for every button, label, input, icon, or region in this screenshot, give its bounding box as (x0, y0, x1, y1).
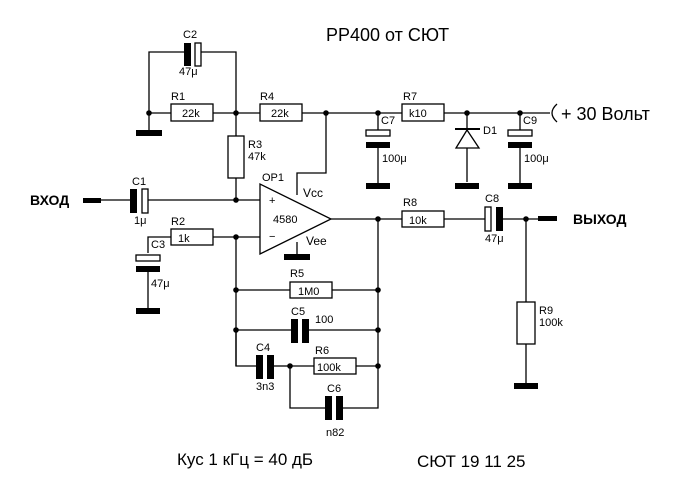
c5-value: 100 (315, 314, 333, 326)
c1-value: 1μ (134, 215, 146, 227)
c5-ref: C5 (291, 306, 305, 318)
ground-symbol (284, 254, 310, 260)
c7-ref: C7 (381, 115, 395, 127)
title: PP400 от СЮТ (326, 25, 449, 45)
c3-capacitor: C3 47μ (135, 239, 170, 314)
opamp-op1: OP1 + − 4580 Vcc Vee (259, 172, 333, 260)
r1-resistor: R1 22k (149, 91, 236, 122)
input-terminal (83, 198, 101, 203)
r6-value: 100k (317, 362, 341, 374)
r2-value: 1k (178, 233, 190, 245)
opamp-plus: + (269, 195, 275, 207)
ground-symbol (136, 113, 162, 136)
r8-value: 10k (409, 215, 427, 227)
output-terminal (538, 216, 557, 221)
opamp-ref: OP1 (262, 172, 284, 184)
c1-ref: C1 (132, 176, 146, 188)
c6-value: n82 (326, 427, 344, 439)
c4-value: 3n3 (256, 381, 274, 393)
opamp-minus: − (269, 231, 275, 243)
r5-ref: R5 (290, 268, 304, 280)
ground-symbol (514, 383, 538, 389)
c4-ref: C4 (256, 342, 270, 354)
r5-value: 1M0 (298, 286, 319, 298)
r2-ref: R2 (171, 216, 185, 228)
r3-ref: R3 (248, 139, 262, 151)
r9-resistor: R9 100k (514, 219, 563, 389)
r4-resistor: R4 22k (236, 91, 326, 122)
r8-resistor: R8 10k (401, 197, 485, 228)
c2-value: 47μ (179, 66, 198, 78)
r1-ref: R1 (171, 91, 185, 103)
r5-resistor: R5 1M0 (236, 268, 378, 299)
r4-ref: R4 (260, 91, 274, 103)
c8-value: 47μ (485, 233, 504, 245)
c5-capacitor: C5 100 (236, 306, 378, 343)
c8-ref: C8 (485, 193, 499, 205)
r2-resistor: R2 1k (147, 216, 260, 253)
c3-value: 47μ (151, 278, 170, 290)
c6-ref: C6 (327, 383, 341, 395)
r6-resistor: R6 100k (290, 345, 378, 375)
signature: СЮТ 19 11 25 (417, 452, 526, 471)
supply-terminal (551, 103, 558, 123)
r3-resistor: R3 47k (227, 113, 266, 200)
r4-value: 22k (271, 108, 289, 120)
r9-ref: R9 (539, 305, 553, 317)
r6-ref: R6 (315, 345, 329, 357)
c8-capacitor: C8 47μ (484, 193, 538, 245)
r9-value: 100k (539, 317, 563, 329)
c9-ref: C9 (523, 115, 537, 127)
c7-value: 100μ (382, 153, 407, 165)
opamp-vcc: Vcc (303, 186, 323, 200)
c1-capacitor: C1 1μ (101, 176, 236, 227)
output-label: ВЫХОД (573, 211, 626, 227)
gain-note: Кус 1 кГц = 40 дБ (177, 450, 313, 469)
c9-value: 100μ (524, 153, 549, 165)
input-label: ВХОД (30, 192, 69, 208)
r3-value: 47k (248, 151, 266, 163)
opamp-part: 4580 (273, 214, 297, 226)
supply-label: + 30 Вольт (561, 104, 650, 124)
r8-ref: R8 (403, 197, 417, 209)
r7-resistor: R7 k10 (378, 91, 467, 122)
d1-zener-diode: D1 (454, 113, 497, 189)
c2-capacitor: C2 47μ (148, 29, 237, 113)
r7-ref: R7 (403, 91, 417, 103)
opamp-vee: Vee (306, 234, 327, 248)
r1-value: 22k (182, 108, 200, 120)
c9-capacitor: C9 100μ (507, 113, 549, 189)
c7-capacitor: C7 100μ (365, 113, 407, 189)
c4-capacitor: C4 3n3 (235, 330, 290, 393)
c3-ref: C3 (151, 239, 165, 251)
d1-ref: D1 (483, 125, 497, 137)
r7-value: k10 (409, 108, 427, 120)
c2-ref: C2 (183, 29, 197, 41)
c6-capacitor: C6 n82 (289, 366, 379, 439)
